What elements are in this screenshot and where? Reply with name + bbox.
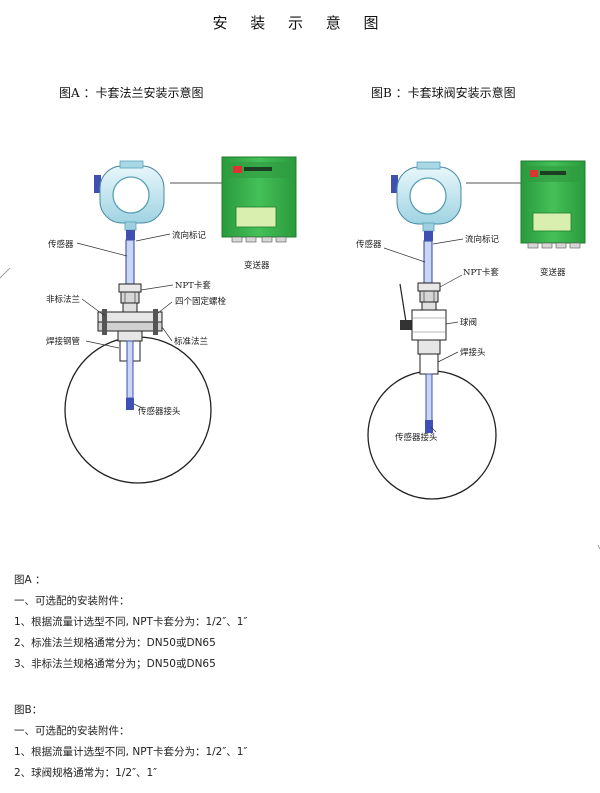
probe-stem-a <box>126 340 134 399</box>
leaders-a <box>76 233 174 409</box>
notes-b-subheading: 一、可选配的安装附件： <box>14 725 130 737</box>
installation-diagram: 传感器 流向标记 NPT卡套 四个固定螺栓 非标法兰 标准法兰 焊接钢管 传感器… <box>0 156 600 550</box>
label-a-nonstd-flange: 非标法兰 <box>46 294 80 305</box>
label-a-sensor-probe: 传感器接头 <box>138 406 181 417</box>
label-b-transmitter: 变送器 <box>540 267 566 278</box>
notes-b-heading: 图B： <box>14 704 43 716</box>
stem-b <box>423 240 433 284</box>
weld-head-b <box>419 353 439 375</box>
leaders-b <box>383 238 464 433</box>
notes-a-item-2: 2、标准法兰规格通常分为：DN50或DN65 <box>14 637 216 649</box>
label-b-weld-head: 焊接头 <box>460 347 486 358</box>
stem-a <box>125 239 135 285</box>
label-a-flow-mark: 流向标记 <box>172 230 207 241</box>
label-b-ball-valve: 球阀 <box>460 317 477 328</box>
label-a-four-bolts: 四个固定螺栓 <box>175 296 227 307</box>
npt-ferrule-b <box>417 282 441 311</box>
notes-b-item-2: 2、球阀规格通常为：1/2″、1″ <box>14 767 158 779</box>
probe-tip-a <box>126 398 134 410</box>
notes-figure-b: 图B： 一、可选配的安装附件： 1、根据流量计选型不同, NPT卡套分为：1/2… <box>14 700 247 784</box>
figure-a-caption: 图A ：卡套法兰安装示意图 <box>59 86 204 100</box>
figure-b-caption: 图B ：卡套球阀安装示意图 <box>371 86 516 100</box>
notes-a-subheading: 一、可选配的安装附件： <box>14 595 130 607</box>
notes-a-heading: 图A ： <box>14 574 46 586</box>
npt-ferrule-a <box>118 283 142 313</box>
scan-mark-left <box>0 267 11 279</box>
label-a-transmitter: 变送器 <box>244 260 270 271</box>
label-a-weld-pipe: 焊接钢管 <box>46 336 80 347</box>
figure-b: 传感器 流向标记 NPT卡套 球阀 焊接头 传感器接头 变送器 <box>356 160 586 500</box>
probe-stem-b <box>425 373 433 423</box>
ball-valve-b <box>399 283 447 355</box>
label-b-sensor-probe: 传感器接头 <box>395 432 438 443</box>
sensor-head-a <box>94 160 165 240</box>
label-a-std-flange: 标准法兰 <box>174 336 208 347</box>
notes-b-item-1: 1、根据流量计选型不同, NPT卡套分为：1/2″、1″ <box>14 746 248 758</box>
label-a-sensor: 传感器 <box>48 239 74 250</box>
page-title: 安 装 示 意 图 <box>212 14 388 32</box>
notes-figure-a: 图A ： 一、可选配的安装附件： 1、根据流量计选型不同, NPT卡套分为：1/… <box>14 570 247 675</box>
probe-tip-b <box>425 420 433 433</box>
label-b-flow-mark: 流向标记 <box>465 234 500 245</box>
transmitter-b <box>520 160 586 249</box>
flange-assembly-a <box>97 309 163 342</box>
sensor-head-b <box>391 161 462 241</box>
figure-a: 传感器 流向标记 NPT卡套 四个固定螺栓 非标法兰 标准法兰 焊接钢管 传感器… <box>46 156 297 484</box>
label-b-npt-ferrule: NPT卡套 <box>463 267 499 278</box>
notes-a-item-1: 1、根据流量计选型不同, NPT卡套分为：1/2″、1″ <box>14 616 248 628</box>
transmitter-a <box>221 156 297 243</box>
notes-a-item-3: 3、非标法兰规格通常分为；DN50或DN65 <box>14 658 216 670</box>
label-a-npt-ferrule: NPT卡套 <box>175 280 211 291</box>
label-b-sensor: 传感器 <box>356 239 382 250</box>
